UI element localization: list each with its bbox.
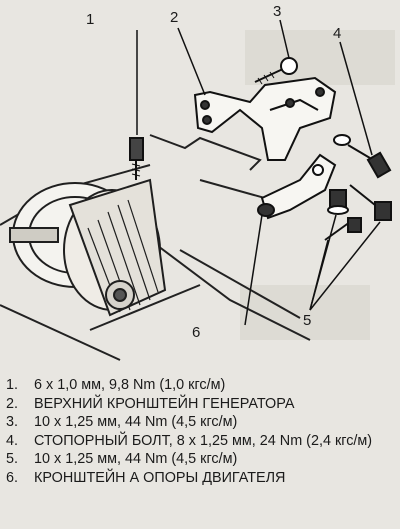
legend-number: 2. [6, 395, 19, 412]
legend-text: 10 x 1,25 мм, 44 Nm (4,5 кгс/м) [34, 451, 238, 468]
lock-bolt-4 [333, 134, 392, 179]
legend-item: 6. КРОНШТЕЙН А ОПОРЫ ДВИГАТЕЛЯ [6, 469, 396, 488]
legend-item: 1. 6 x 1,0 мм, 9,8 Nm (1,0 кгс/м) [6, 376, 396, 395]
callout-6: 6 [192, 324, 200, 341]
engine-mount-bracket-a [257, 153, 337, 220]
legend-number: 1. [6, 377, 19, 393]
alternator [9, 178, 167, 317]
legend-text: КРОНШТЕЙН А ОПОРЫ ДВИГАТЕЛЯ [34, 469, 286, 486]
legend-item: 4. СТОПОРНЫЙ БОЛТ, 8 x 1,25 мм, 24 Nm (2… [6, 432, 396, 451]
callout-5: 5 [303, 312, 311, 329]
legend-list: 1. 6 x 1,0 мм, 9,8 Nm (1,0 кгс/м) 2. ВЕР… [6, 376, 396, 488]
legend-item: 5. 10 x 1,25 мм, 44 Nm (4,5 кгс/м) [6, 450, 396, 469]
legend-text: ВЕРХНИЙ КРОНШТЕЙН ГЕНЕРАТОРА [34, 395, 295, 412]
callout-4: 4 [333, 25, 341, 42]
legend-number: 6. [6, 469, 19, 486]
legend-number: 5. [6, 451, 19, 468]
legend-item: 2. ВЕРХНИЙ КРОНШТЕЙН ГЕНЕРАТОРА [6, 395, 396, 414]
upper-alternator-bracket [193, 76, 337, 161]
legend-item: 3. 10 x 1,25 мм, 44 Nm (4,5 кгс/м) [6, 413, 396, 432]
leader-lines [136, 19, 381, 326]
bolt-1 [129, 137, 144, 180]
callout-3: 3 [273, 3, 281, 20]
callout-1: 1 [86, 11, 94, 28]
callout-2: 2 [170, 9, 178, 26]
alternator-bracket-diagram: 1 2 3 4 5 6 [0, 3, 395, 361]
legend-text: 6 x 1,0 мм, 9,8 Nm (1,0 кгс/м) [34, 377, 226, 393]
legend-number: 3. [6, 414, 19, 431]
bolts-5 [324, 184, 392, 241]
legend-text: 10 x 1,25 мм, 44 Nm (4,5 кгс/м) [34, 414, 238, 431]
legend-number: 4. [6, 432, 19, 449]
legend-text: СТОПОРНЫЙ БОЛТ, 8 x 1,25 мм, 24 Nm (2,4 … [34, 432, 373, 449]
